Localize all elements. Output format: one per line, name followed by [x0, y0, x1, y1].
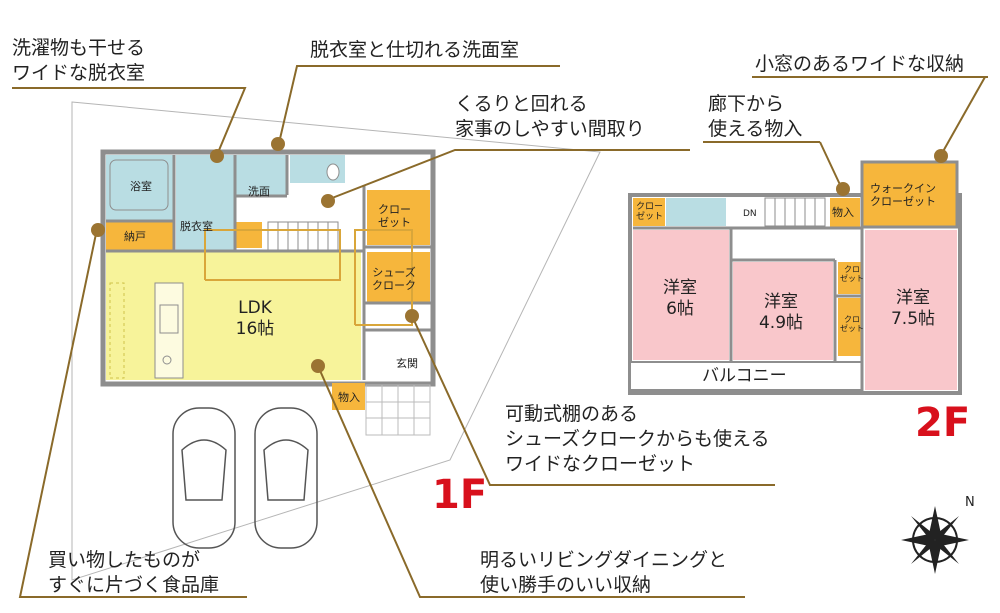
leader-living: [317, 365, 745, 598]
floor2-plan: [628, 160, 962, 395]
room-label-closet-small: クロー ゼット: [636, 202, 664, 222]
room-label-dn: DN: [743, 209, 757, 219]
leader-laundry: [12, 87, 247, 156]
room-label-western6: 洋室 6帖: [663, 278, 697, 319]
balcony: [629, 361, 863, 391]
room-label-wash: 洗面: [248, 185, 270, 198]
room-label-western49: 洋室 4.9帖: [758, 292, 804, 333]
leader-shoes: [411, 315, 775, 486]
room-label-shoes: シューズ クローク: [372, 266, 416, 292]
closet-room: [367, 190, 430, 245]
leader-dots: [91, 137, 948, 373]
entrance-storage: [332, 383, 365, 410]
pantry-room: [106, 222, 173, 250]
leader-washroom: [278, 65, 560, 144]
room-label-dressing: 脱衣室: [180, 220, 213, 233]
bath-room: [106, 155, 173, 220]
svg-text:N: N: [965, 495, 975, 510]
leader-pantry: [18, 228, 247, 598]
site-outline: [71, 101, 601, 581]
car-outlines: [172, 407, 318, 549]
floor-tag-2f: 2F: [915, 400, 971, 446]
room-label-closet-a: クロ ゼット: [840, 265, 864, 283]
annotation-hall-storage: 廊下から 使える物入: [708, 93, 803, 140]
annotation-laundry: 洗濯物も干せる ワイドな脱衣室: [12, 37, 146, 84]
room-label-entrance: 玄関: [396, 357, 418, 370]
floor1-plan: [100, 149, 436, 436]
room-label-pantry: 納戸: [124, 230, 146, 243]
annotation-small-window: 小窓のあるワイドな収納: [755, 53, 965, 75]
room-label-walkin: ウォークイン クローゼット: [870, 182, 936, 208]
annotation-washroom: 脱衣室と仕切れる洗面室: [310, 39, 520, 61]
leader-circulation: [326, 149, 690, 201]
room-label-closet-b: クロ ゼット: [840, 315, 864, 333]
room-label-ldk: LDK 16帖: [235, 298, 275, 339]
wash-room: [236, 155, 286, 195]
room-label-hall-storage: 物入: [832, 206, 854, 219]
room-label-western75: 洋室 7.5帖: [890, 288, 936, 329]
shoes-room: [367, 252, 430, 302]
leader-lines: [12, 65, 988, 598]
annotation-living: 明るいリビングダイニングと 使い勝手のいい収納: [480, 549, 728, 596]
ldk-room: [106, 252, 361, 380]
floor-tag-1f: 1F: [432, 472, 488, 518]
room-label-bath: 浴室: [130, 180, 152, 193]
annotation-pantry: 買い物したものが すぐに片づく食品庫: [48, 549, 220, 596]
annotation-circulation: くるりと回れる 家事のしやすい間取り: [455, 93, 645, 140]
room-label-balcony: バルコニー: [702, 366, 787, 386]
room-label-closet: クロー ゼット: [378, 203, 411, 229]
annotation-shoes-closet: 可動式棚のある シューズクロークからも使える ワイドなクローゼット: [505, 403, 770, 475]
room-label-storage: 物入: [338, 391, 360, 404]
compass-icon: N: [901, 495, 975, 574]
